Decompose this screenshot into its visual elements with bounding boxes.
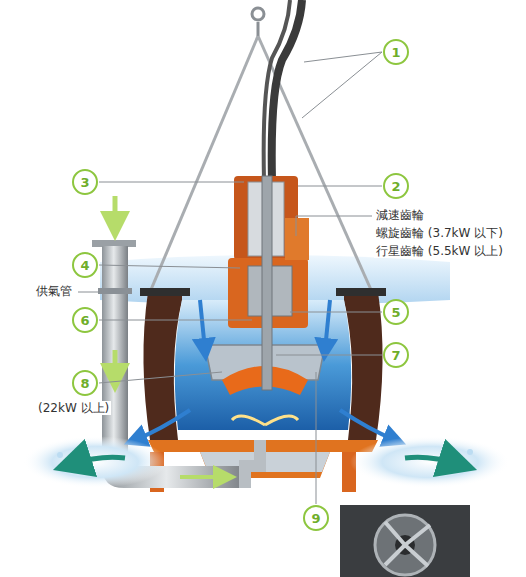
callout-circle: 1 — [383, 39, 409, 65]
callout-number: 4 — [80, 259, 89, 272]
part-label: 供氣管 — [34, 284, 74, 298]
callout-number: 6 — [80, 314, 89, 327]
callout-circle: 8 — [72, 370, 98, 396]
callout-number: 2 — [391, 180, 400, 193]
callout-number: 1 — [391, 46, 400, 59]
callout-number: 5 — [391, 306, 400, 319]
callout-circle: 5 — [383, 299, 409, 325]
callout-circle: 6 — [72, 307, 98, 333]
callout-circle: 4 — [72, 252, 98, 278]
callout-circle: 2 — [383, 173, 409, 199]
part-label: (22kW 以上) — [36, 401, 111, 415]
part-label: 行星齒輪 (5.5kW 以上) — [374, 244, 505, 258]
part-label: 減速齒輪 — [374, 208, 426, 222]
part-label: 螺旋齒輪 (3.7kW 以下) — [374, 226, 505, 240]
callout-number: 9 — [311, 512, 320, 525]
callout-number: 7 — [391, 349, 400, 362]
callout-number: 8 — [80, 377, 89, 390]
callout-circle: 9 — [303, 505, 329, 531]
callout-number: 3 — [80, 176, 89, 189]
callout-circle: 7 — [383, 342, 409, 368]
callout-circle: 3 — [72, 169, 98, 195]
